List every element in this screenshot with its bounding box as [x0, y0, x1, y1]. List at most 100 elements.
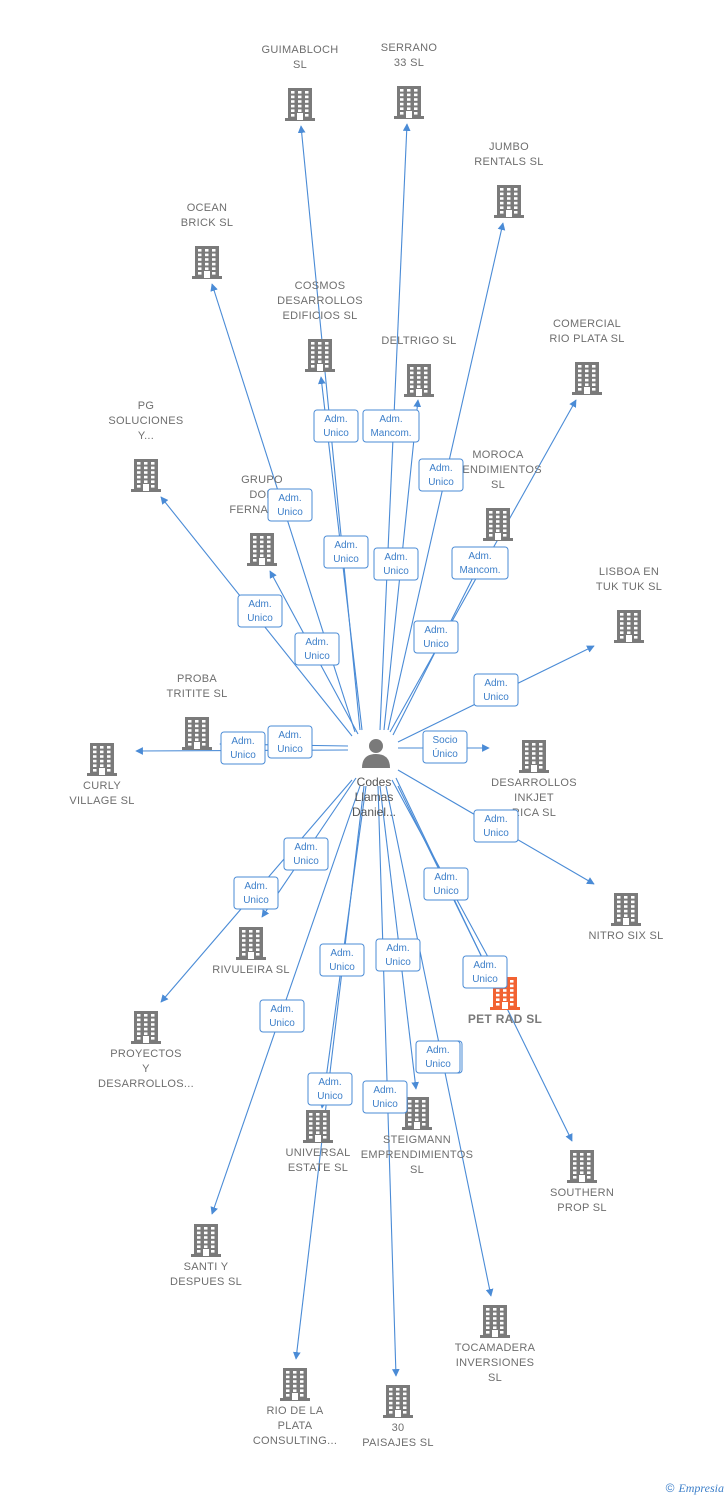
- relation-label-nitro[interactable]: Adm.Unico: [473, 809, 519, 843]
- building-icon[interactable]: [191, 1224, 221, 1257]
- relation-text: Unico: [333, 554, 359, 565]
- relation-label-santi[interactable]: Adm.Unico: [259, 999, 305, 1033]
- building-icon[interactable]: [182, 717, 212, 750]
- relation-text: Unico: [428, 477, 454, 488]
- relation-label-grupo[interactable]: Adm.Unico: [294, 632, 340, 666]
- edge-steigmann: [379, 785, 420, 1090]
- building-icon[interactable]: [285, 88, 315, 121]
- building-icon[interactable]: [236, 927, 266, 960]
- company-label-line: DESPUES SL: [170, 1276, 242, 1288]
- building-icon[interactable]: [611, 893, 641, 926]
- building-icon[interactable]: [519, 740, 549, 773]
- center-person-label: Codes: [357, 775, 392, 789]
- relation-label-tocamadera[interactable]: Adm.Unico: [415, 1040, 461, 1074]
- company-node-riodelaplata[interactable]: RIO DE LAPLATACONSULTING...: [253, 1368, 337, 1447]
- person-icon[interactable]: [362, 739, 390, 768]
- relation-text: Adm.: [484, 678, 507, 689]
- building-icon[interactable]: [383, 1385, 413, 1418]
- building-icon[interactable]: [87, 743, 117, 776]
- building-icon[interactable]: [572, 362, 602, 395]
- building-icon[interactable]: [394, 86, 424, 119]
- company-label-line: DESARROLLOS: [277, 295, 363, 307]
- building-icon[interactable]: [480, 1305, 510, 1338]
- relation-text: Adm.: [373, 1085, 396, 1096]
- building-icon[interactable]: [303, 1110, 333, 1143]
- relation-label-lisboa[interactable]: Adm. Unico: [473, 673, 519, 707]
- company-node-deltrigo[interactable]: DELTRIGO SL: [381, 335, 456, 397]
- building-icon[interactable]: [494, 185, 524, 218]
- company-label-line: SOUTHERN: [550, 1187, 614, 1199]
- center-person[interactable]: CodesLlamasDaniel...: [352, 739, 396, 819]
- building-icon[interactable]: [305, 339, 335, 372]
- relation-label-comercial[interactable]: Adm. Unico: [413, 620, 459, 654]
- company-label-line: PROYECTOS: [110, 1048, 182, 1060]
- relation-text: Unico: [483, 692, 509, 703]
- relation-label-jumbo[interactable]: Adm.Unico: [418, 458, 464, 492]
- relation-label-paisajes[interactable]: Adm. Unico: [362, 1080, 408, 1114]
- relation-label-deltrigo[interactable]: Adm.Unico: [373, 547, 419, 581]
- relation-label-proba[interactable]: Adm.Unico: [267, 725, 313, 759]
- company-node-proyectos[interactable]: PROYECTOSYDESARROLLOS...: [98, 1011, 194, 1090]
- relation-text: Adm.: [384, 552, 407, 563]
- company-node-rivuleira[interactable]: RIVULEIRA SL: [212, 927, 290, 976]
- relation-text: Unico: [423, 639, 449, 650]
- relation-text: Unico: [372, 1099, 398, 1110]
- relation-label-serrano[interactable]: Adm.Mancom.: [362, 409, 420, 443]
- relation-label-guimabloch[interactable]: Adm.Unico: [313, 409, 359, 443]
- relation-label-riodelaplata[interactable]: Adm.Unico: [319, 943, 365, 977]
- relation-label-rivuleira[interactable]: Adm.Unico: [283, 837, 329, 871]
- relation-text: Adm.: [424, 625, 447, 636]
- relation-text: Unico: [277, 744, 303, 755]
- relation-label-curly[interactable]: Adm.Unico: [220, 731, 266, 765]
- building-icon[interactable]: [614, 610, 644, 643]
- relation-text: Unico: [269, 1018, 295, 1029]
- company-label-line: PG: [138, 400, 155, 412]
- relation-label-cosmos[interactable]: Adm.Unico: [323, 535, 369, 569]
- building-icon[interactable]: [247, 533, 277, 566]
- relation-text: Adm.: [379, 414, 402, 425]
- building-icon[interactable]: [131, 459, 161, 492]
- company-node-nitro[interactable]: NITRO SIX SL: [588, 893, 663, 942]
- relation-label-petrad[interactable]: Adm.Unico: [462, 955, 508, 989]
- relation-label-proyectos[interactable]: Adm.Unico: [233, 876, 279, 910]
- company-node-pg[interactable]: PGSOLUCIONESY...: [108, 400, 183, 492]
- building-icon[interactable]: [131, 1011, 161, 1044]
- building-icon[interactable]: [280, 1368, 310, 1401]
- company-label-line: TUK TUK SL: [596, 581, 662, 593]
- company-label-line: INVERSIONES: [456, 1357, 535, 1369]
- brand-logo[interactable]: Empresia: [678, 1481, 724, 1495]
- building-icon[interactable]: [404, 364, 434, 397]
- relation-label-pg[interactable]: Adm.Unico: [237, 594, 283, 628]
- company-label-line: DELTRIGO SL: [381, 335, 456, 347]
- relation-label-steigmann[interactable]: Adm.Unico: [375, 938, 421, 972]
- building-icon[interactable]: [402, 1097, 432, 1130]
- building-icon[interactable]: [483, 508, 513, 541]
- center-person-label: Llamas: [355, 790, 394, 804]
- relation-label-moroca[interactable]: Adm.Mancom.: [451, 546, 509, 580]
- building-icon[interactable]: [567, 1150, 597, 1183]
- company-label-line: DESARROLLOS: [491, 777, 577, 789]
- building-icon[interactable]: [192, 246, 222, 279]
- relation-label-petrad[interactable]: Adm.Unico: [423, 867, 469, 901]
- relation-text: Adm.: [305, 637, 328, 648]
- relation-label-ocean[interactable]: Adm.Unico: [267, 488, 313, 522]
- relation-label-universal[interactable]: Adm.Unico: [307, 1072, 353, 1106]
